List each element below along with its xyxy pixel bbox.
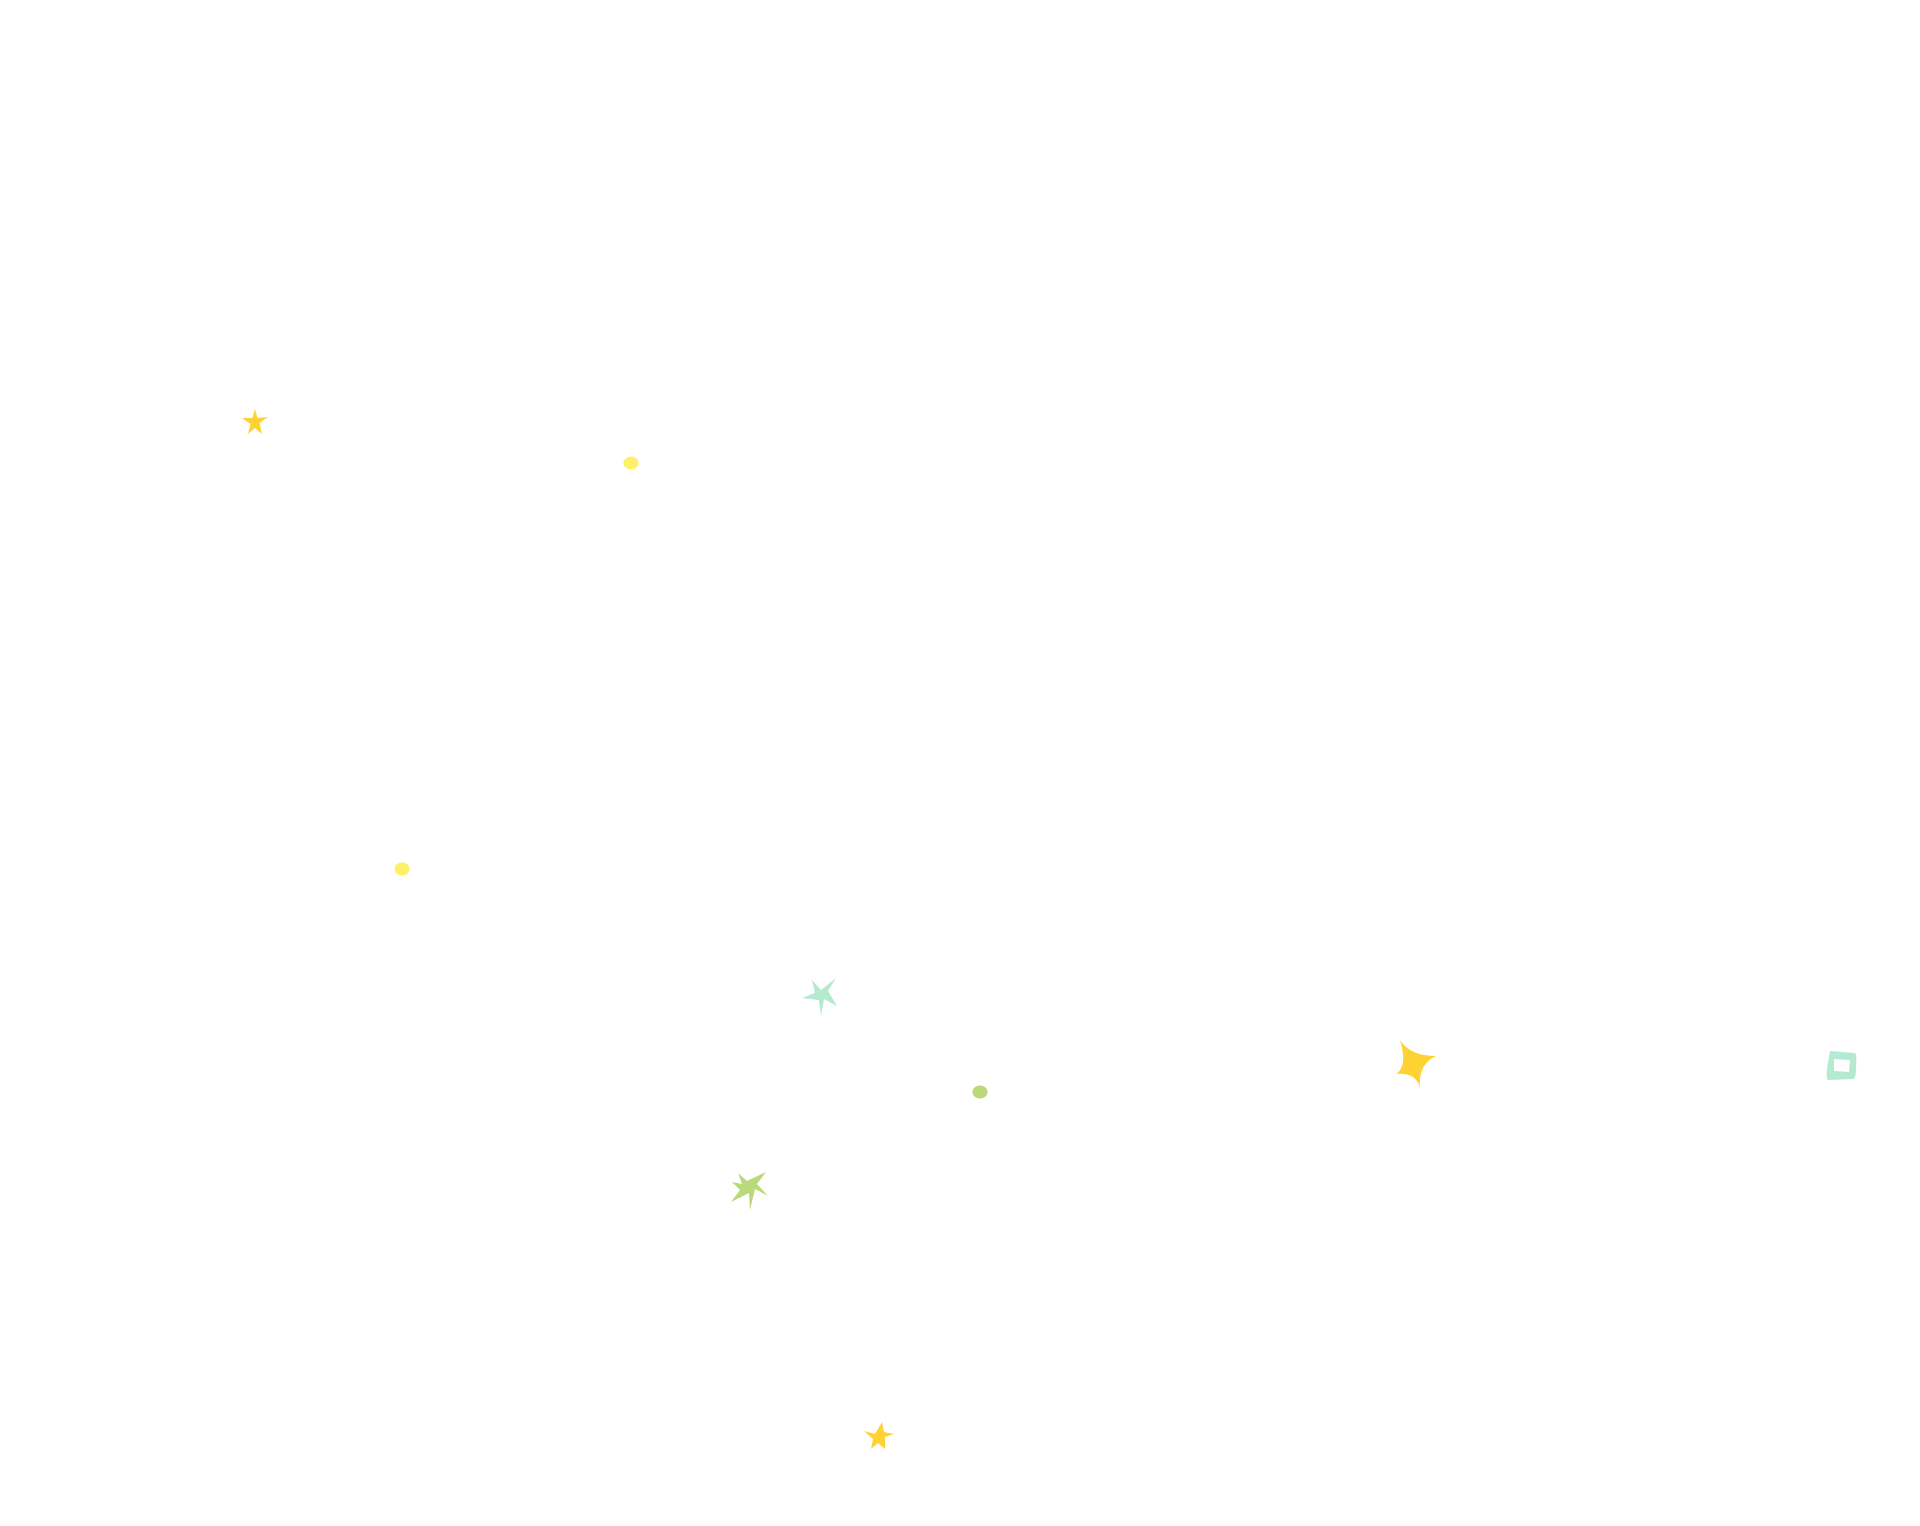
yellow-dot-icon (394, 862, 410, 876)
yellow-star-icon (864, 1422, 894, 1449)
green-star-icon (731, 1172, 768, 1210)
green-dot-icon (972, 1085, 988, 1099)
teal-star-icon (802, 978, 837, 1016)
yellow-sparkle-icon (1396, 1040, 1436, 1088)
teal-square-outline-icon (1826, 1051, 1857, 1080)
yellow-dot-icon (623, 456, 639, 470)
yellow-star-icon (242, 409, 268, 434)
